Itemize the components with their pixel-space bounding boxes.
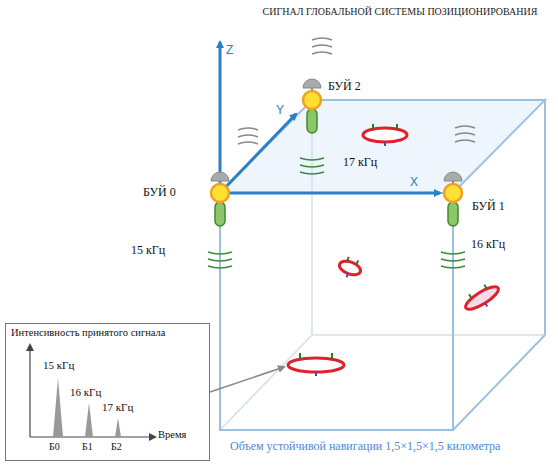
buoy-part xyxy=(215,202,225,226)
frequency-label: 17 кГц xyxy=(343,156,377,170)
buoy-label: БУЙ 0 xyxy=(143,186,176,200)
buoy-part xyxy=(303,79,321,88)
peak-label: 15 кГц xyxy=(43,359,74,372)
buoy-part xyxy=(448,202,458,226)
axis-label: X xyxy=(410,176,418,190)
axis-label: Z xyxy=(226,44,233,58)
leader-arrow xyxy=(210,367,284,392)
axes xyxy=(220,42,440,193)
cube xyxy=(220,100,545,430)
caption: Объем устойчивой навигации 1,5×1,5×1,5 к… xyxy=(230,440,500,454)
peak-label: 16 кГц xyxy=(70,386,101,399)
buoy-label: БУЙ 2 xyxy=(328,80,361,94)
buoys xyxy=(211,79,462,226)
gps-waves xyxy=(238,38,475,144)
axis-label: Время xyxy=(158,429,186,441)
frequency-label: 15 кГц xyxy=(131,244,165,258)
axis-label: Y xyxy=(276,104,284,118)
peak-label: 17 кГц xyxy=(102,401,133,414)
axis-tick: Б0 xyxy=(49,441,60,453)
frequency-label: 16 кГц xyxy=(471,238,505,252)
buoy-part xyxy=(303,91,321,109)
buoy-part xyxy=(307,109,317,133)
title: СИГНАЛ ГЛОБАЛЬНОЙ СИСТЕМЫ ПОЗИЦИОНИРОВАН… xyxy=(250,6,550,18)
buoy-part xyxy=(211,172,229,181)
buoy-label: БУЙ 1 xyxy=(472,200,505,214)
acoustic-waves xyxy=(208,158,465,268)
axis-tick: Б2 xyxy=(111,441,122,453)
buoy-part xyxy=(444,172,462,181)
inset-panel: Интенсивность принятого сигнала xyxy=(5,323,210,461)
panel-heading: Интенсивность принятого сигнала xyxy=(6,324,209,341)
buoy-part xyxy=(211,184,229,202)
buoy-part xyxy=(444,184,462,202)
axis-tick: Б1 xyxy=(82,441,93,453)
